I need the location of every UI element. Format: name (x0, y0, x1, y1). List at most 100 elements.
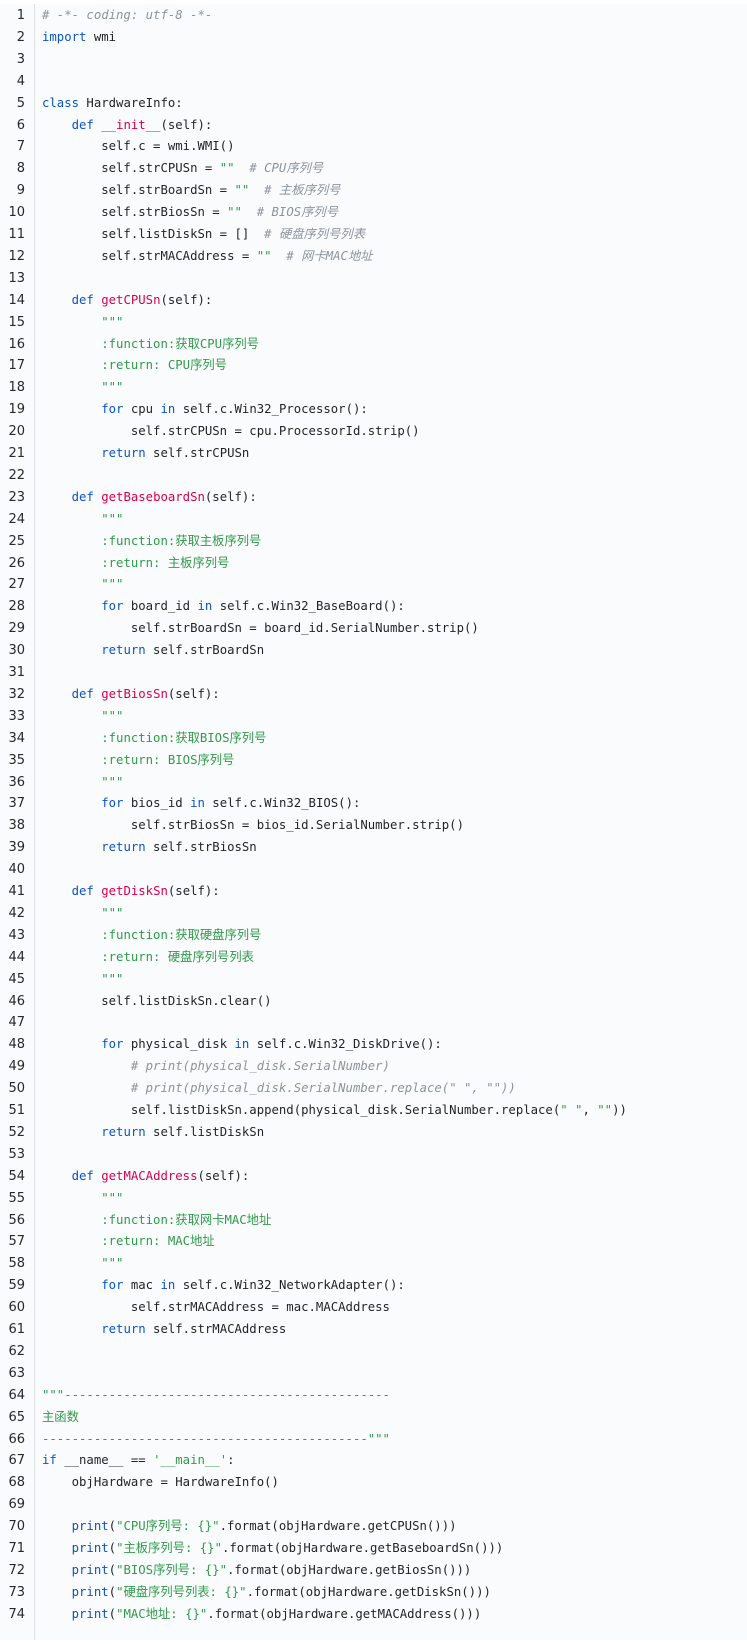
line-number: 4 (16, 73, 25, 89)
code-line: 35 :return: BIOS序列号 (0, 750, 747, 772)
code-line: 34 :function:获取BIOS序列号 (0, 728, 747, 750)
line-number: 51 (8, 1103, 25, 1118)
code-token: objHardware = HardwareInfo() (42, 1475, 279, 1490)
keyword-token: return (101, 1124, 146, 1139)
code-line: 12 self.strMACAddress = "" # 网卡MAC地址 (0, 246, 747, 268)
keyword-token: for (101, 796, 124, 811)
code-line: 50 # print(physical_disk.SerialNumber.re… (0, 1078, 747, 1100)
code-line: 41 def getDiskSn(self): (0, 881, 747, 903)
string-token: :function:获取网卡MAC地址 (101, 1212, 272, 1227)
line-number: 74 (8, 1606, 25, 1622)
code-text: for board_id in self.c.Win32_BaseBoard()… (42, 596, 405, 618)
code-token (42, 358, 101, 372)
keyword-token: print (71, 1541, 109, 1555)
code-token: cpu (123, 402, 161, 417)
line-number: 57 (8, 1234, 25, 1250)
code-token (42, 1169, 72, 1183)
keyword-token: print (71, 1606, 109, 1621)
code-text: def getMACAddress(self): (42, 1166, 250, 1188)
line-number: 29 (8, 621, 25, 637)
code-text: print("MAC地址: {}".format(objHardware.get… (42, 1604, 482, 1626)
function-name-token: getBiosSn (101, 686, 168, 701)
code-token (42, 490, 72, 504)
code-token: self.strCPUSn = cpu.ProcessorId.strip() (42, 424, 420, 439)
code-line: 48 for physical_disk in self.c.Win32_Dis… (0, 1034, 747, 1056)
code-text: import wmi (42, 27, 116, 49)
keyword-token: in (160, 402, 176, 417)
code-token: wmi (86, 29, 117, 44)
line-number: 66 (8, 1431, 25, 1447)
code-token: )) (612, 1103, 627, 1117)
code-token (249, 183, 264, 197)
string-token: " " (560, 1103, 583, 1117)
code-line: 53 (0, 1144, 747, 1166)
code-token (42, 950, 101, 964)
string-token: "BIOS序列号: {}" (116, 1562, 227, 1577)
string-token: :return: BIOS序列号 (101, 752, 235, 767)
code-line: 37 for bios_id in self.c.Win32_BIOS(): (0, 793, 747, 815)
line-number: 40 (8, 862, 25, 878)
line-number: 44 (8, 949, 25, 965)
line-number: 46 (8, 993, 25, 1009)
code-line: 14 def getCPUSn(self): (0, 290, 747, 312)
code-line: 20 self.strCPUSn = cpu.ProcessorId.strip… (0, 421, 747, 443)
code-text: :return: CPU序列号 (42, 355, 227, 377)
string-token: """ (101, 1190, 124, 1205)
keyword-token: print (71, 1584, 109, 1599)
line-number: 47 (8, 1015, 25, 1031)
string-token: "" (219, 161, 235, 176)
line-number: 18 (8, 380, 25, 396)
code-text: """ (42, 1188, 123, 1210)
code-token (42, 118, 72, 132)
code-text: def getCPUSn(self): (42, 290, 213, 312)
code-line: 43 :function:获取硬盘序列号 (0, 925, 747, 947)
code-token: self.strBiosSn (145, 840, 257, 855)
code-text: def getDiskSn(self): (42, 881, 220, 903)
code-token (42, 1278, 101, 1292)
code-token: ( (108, 1519, 117, 1534)
comment-token: # print(physical_disk.SerialNumber.repla… (130, 1081, 516, 1096)
keyword-token: def (71, 686, 94, 701)
code-text: # print(physical_disk.SerialNumber) (42, 1056, 390, 1078)
code-line: 19 for cpu in self.c.Win32_Processor(): (0, 399, 747, 421)
line-number: 34 (8, 730, 25, 746)
line-number: 16 (8, 336, 25, 352)
code-line: 62 (0, 1341, 747, 1363)
code-text: print("BIOS序列号: {}".format(objHardware.g… (42, 1560, 472, 1582)
line-number: 69 (8, 1497, 25, 1513)
code-token (42, 1607, 72, 1621)
code-token: self.strBiosSn = (42, 205, 228, 220)
keyword-token: if (42, 1453, 57, 1468)
code-token: self.strBiosSn = bios_id.SerialNumber.st… (42, 818, 464, 833)
code-token (42, 1541, 72, 1555)
line-number: 58 (8, 1256, 25, 1272)
string-token: "" (597, 1103, 613, 1117)
code-line: 47 (0, 1012, 747, 1034)
code-token (42, 446, 101, 460)
line-number: 67 (8, 1453, 25, 1469)
code-text: def __init__(self): (42, 115, 213, 137)
code-token: .format(objHardware.getBiosSn())) (227, 1562, 472, 1577)
code-text: """ (42, 312, 123, 334)
line-number: 36 (8, 774, 25, 790)
code-token (42, 380, 101, 394)
code-text: :function:获取主板序列号 (42, 531, 261, 553)
code-text: return self.listDiskSn (42, 1122, 264, 1144)
code-token: self.listDiskSn (145, 1124, 265, 1139)
code-line: 24 """ (0, 509, 747, 531)
code-text: """-------------------------------------… (42, 1385, 390, 1407)
code-token: self.c.Win32_Processor(): (175, 402, 368, 417)
line-number: 27 (8, 577, 25, 593)
line-number: 43 (8, 927, 25, 943)
line-number: 30 (8, 643, 25, 659)
code-text: self.strBiosSn = bios_id.SerialNumber.st… (42, 815, 464, 837)
code-token (42, 1519, 72, 1533)
keyword-token: for (101, 402, 124, 417)
code-text: self.strMACAddress = mac.MACAddress (42, 1297, 390, 1319)
function-name-token: getDiskSn (101, 884, 168, 898)
keyword-token: import (42, 29, 87, 44)
line-number: 13 (8, 270, 25, 286)
code-token (42, 556, 101, 570)
code-token: self.strBoardSn (145, 643, 265, 658)
